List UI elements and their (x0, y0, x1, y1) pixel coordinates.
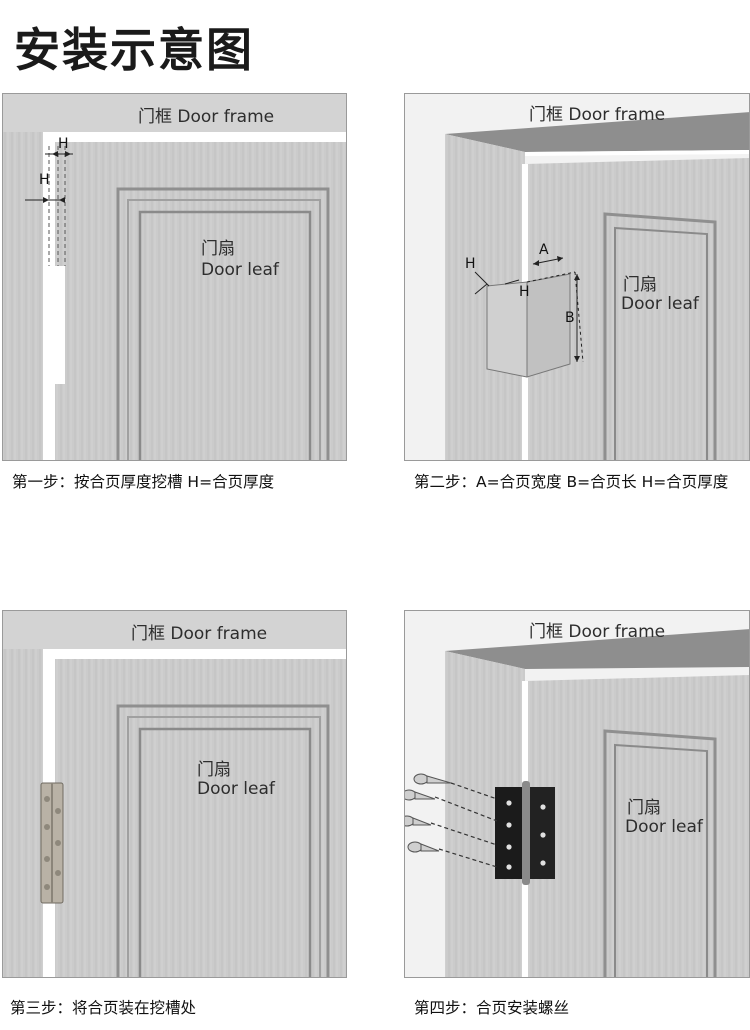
door-leaf-label-en: Door leaf (197, 779, 275, 799)
dim-h-label-top: H (58, 136, 69, 152)
step-1-diagram: 门框 Door frame 门扇 Door leaf H H (2, 93, 347, 461)
door-frame-label: 门框 Door frame (529, 105, 666, 125)
dim-h-label-left: H (465, 256, 476, 272)
door-leaf-label-en: Door leaf (201, 260, 279, 280)
door-leaf-label-cn: 门扇 (201, 239, 235, 259)
door-frame-label: 门框 Door frame (138, 107, 275, 127)
step-2-diagram: 门框 Door frame 门扇 Door leaf A B H H (404, 93, 750, 461)
door-leaf-label-cn: 门扇 (623, 275, 657, 295)
step-2-illustration (405, 94, 749, 460)
step-3-diagram: 门框 Door frame 门扇 Door leaf (2, 610, 347, 978)
door-leaf-label-cn: 门扇 (197, 760, 231, 780)
step-4-diagram: 门框 Door frame 门扇 Door leaf (404, 610, 750, 978)
step-1-caption: 第一步：按合页厚度挖槽 H=合页厚度 (12, 473, 275, 491)
door-leaf-label-en: Door leaf (621, 294, 699, 314)
step-4-illustration (405, 611, 749, 977)
door-leaf-label-en: Door leaf (625, 817, 703, 837)
door-frame-label: 门框 Door frame (529, 622, 666, 642)
step-1-illustration (3, 94, 346, 460)
step-3-caption: 第三步：将合页装在挖槽处 (10, 999, 197, 1017)
dim-a-label: A (539, 242, 549, 258)
dim-h-label-side: H (39, 172, 50, 188)
door-frame-label: 门框 Door frame (131, 624, 268, 644)
dim-b-label: B (565, 310, 575, 326)
page-title: 安装示意图 (14, 23, 254, 77)
step-3-illustration (3, 611, 346, 977)
step-4-caption: 第四步：合页安装螺丝 (414, 999, 570, 1017)
door-leaf-label-cn: 门扇 (627, 798, 661, 818)
dim-h-label-center: H (519, 284, 530, 300)
step-2-caption: 第二步：A=合页宽度 B=合页长 H=合页厚度 (414, 473, 729, 491)
